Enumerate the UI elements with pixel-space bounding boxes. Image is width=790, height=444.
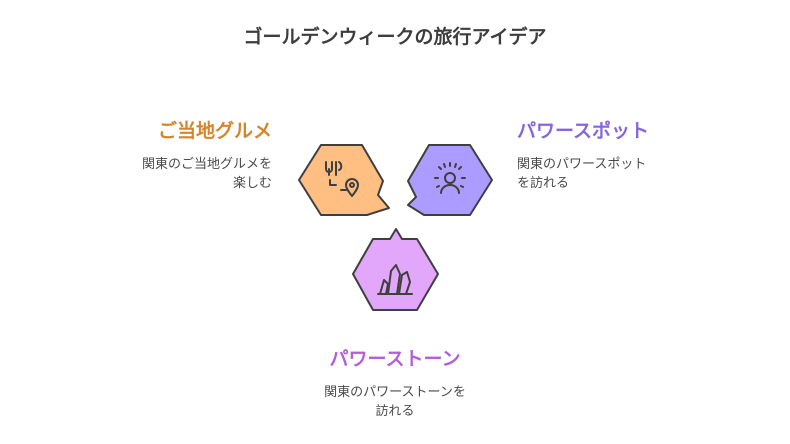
crystals-icon <box>377 264 413 295</box>
gourmet-desc-line: 楽しむ <box>232 176 272 191</box>
power-spot-description: 関東のパワースポット を訪れる <box>517 155 649 193</box>
gourmet-block: ご当地グルメ 関東のご当地グルメを 楽しむ <box>142 119 272 193</box>
power-stone-heading: パワーストーン <box>329 348 461 370</box>
person-aura-icon <box>434 162 466 194</box>
power-stone-block: パワーストーン 関東のパワーストーンを 訪れる <box>295 347 495 421</box>
utensils-location-icon <box>325 161 359 197</box>
power-spot-block: パワースポット 関東のパワースポット を訪れる <box>517 119 649 193</box>
gourmet-description: 関東のご当地グルメを 楽しむ <box>142 155 272 193</box>
power-stone-description: 関東のパワーストーンを 訪れる <box>295 383 495 421</box>
power-spot-heading: パワースポット <box>517 120 650 142</box>
gourmet-hexagon <box>298 144 390 216</box>
power-spot-desc-line: 関東のパワースポット <box>517 157 647 172</box>
power-stone-desc-line: 関東のパワーストーンを <box>324 385 466 400</box>
power-stone-desc-line: 訪れる <box>375 404 415 419</box>
gourmet-heading: ご当地グルメ <box>157 120 272 142</box>
power-spot-desc-line: を訪れる <box>517 176 570 191</box>
gourmet-desc-line: 関東のご当地グルメを <box>141 157 272 172</box>
diagram-title: ゴールデンウィークの旅行アイデア <box>243 26 547 48</box>
power-spot-hexagon <box>407 144 493 216</box>
power-stone-hexagon <box>352 228 439 311</box>
